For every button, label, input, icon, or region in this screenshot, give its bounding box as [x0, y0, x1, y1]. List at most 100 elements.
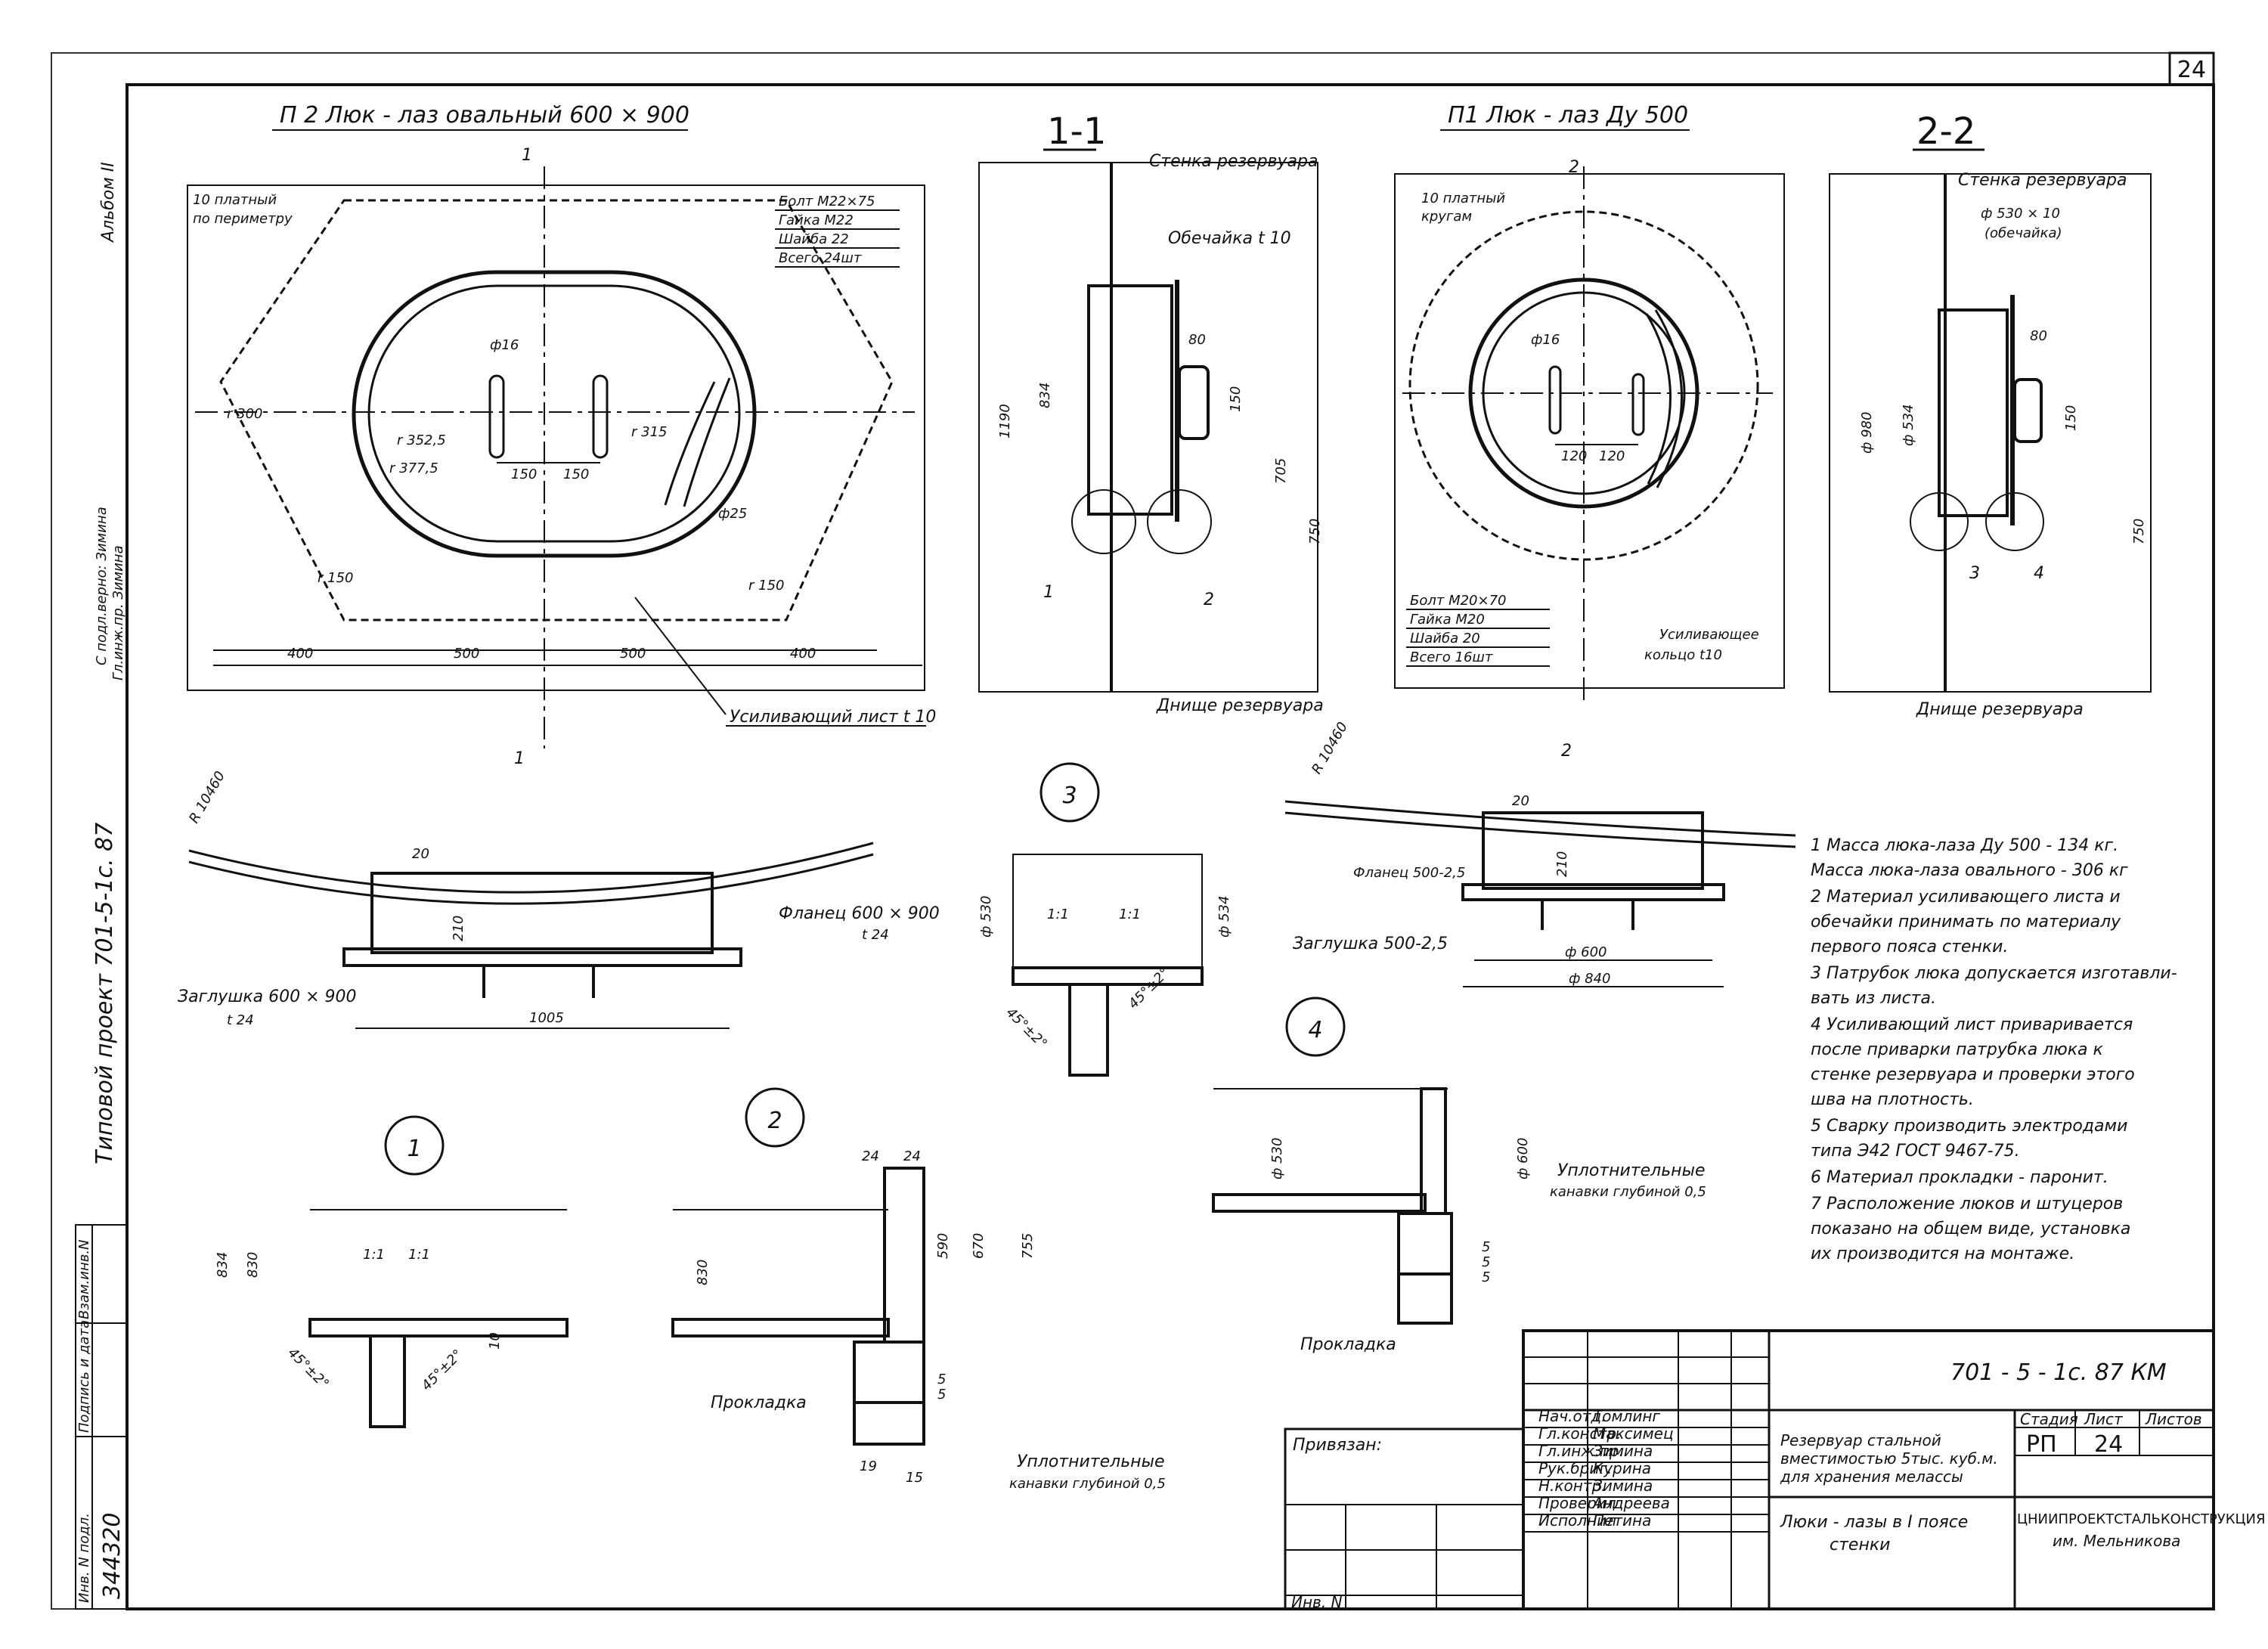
p2-phi16: ф16 [490, 337, 519, 353]
note-line-17: их производится на монтаже. [1811, 1244, 2074, 1263]
det4-dim-5-a: 5 [1482, 1239, 1490, 1255]
note-line-12: 5 Сварку производить электродами [1811, 1117, 2127, 1136]
p2-r352: r 352,5 [397, 432, 446, 448]
p1-cut-top: 2 [1569, 158, 1579, 177]
tb-object-3: для хранения мелассы [1780, 1468, 1963, 1486]
p2-bolt-2: Гайка М22 [779, 212, 854, 228]
s11-wall: Стенка резервуара [1149, 152, 1318, 171]
tb-role-1: Нач.отд. [1538, 1407, 1606, 1425]
det2-dim-5-b: 5 [937, 1387, 946, 1403]
view-round-section: R 10460 20 210 Фланец 500-2,5 Заглушка 5… [1284, 720, 1796, 987]
s22-title: 2-2 [1916, 110, 1975, 153]
det2-top-24-b: 24 [903, 1148, 921, 1164]
det2-dim-830: 830 [695, 1260, 711, 1285]
p2-phi25: ф25 [718, 506, 747, 522]
s22-callout-4: 4 [2034, 564, 2044, 583]
det2-dim-755: 755 [1020, 1233, 1036, 1259]
title-block: 701 - 5 - 1с. 87 КМ Нач.отд. Гл.констр. … [1522, 1329, 2266, 1610]
inv-number: 344320 [99, 1512, 125, 1599]
note-line-15: 7 Расположение люков и штуцеров [1811, 1195, 2123, 1214]
det4-dim-5-c: 5 [1482, 1269, 1490, 1285]
binding-block: Привязан: Инв. N [1284, 1427, 1525, 1611]
s22-dim-80: 80 [2030, 328, 2047, 344]
p1-ring-1: Усиливающее [1659, 627, 1759, 643]
tb-role-6: Проверил [1538, 1494, 1616, 1512]
s11-callout-2: 2 [1204, 590, 1214, 609]
binding-label: Привязан: [1293, 1436, 1382, 1455]
note-line-14: 6 Материал прокладки - паронит. [1811, 1168, 2108, 1187]
s22-dim-150: 150 [2063, 405, 2079, 431]
tb-name-3: Зимина [1593, 1442, 1653, 1460]
detail-1: 1 834 830 10 1:1 1:1 45°±2° 45°±2° [215, 1115, 569, 1428]
view-section-2-2: 2-2 Стенка резервуара ф 530 × 10 (обечай… [1829, 110, 2152, 719]
det1-t1-b: 1:1 [408, 1247, 430, 1263]
copy-ok-label: С подл.верно: Зимина [94, 507, 110, 665]
note-line-7: вать из листа. [1811, 989, 1936, 1008]
det1-t1-a: 1:1 [363, 1247, 385, 1263]
oval-radius: R 10460 [186, 769, 228, 826]
oval-flange-2: t 24 [862, 927, 889, 943]
note-line-16: показано на общем виде, установка [1811, 1220, 2130, 1238]
det1-dim-830: 830 [245, 1252, 261, 1278]
p2-dim-150-b: 150 [563, 466, 589, 482]
p1-title: П1 Люк - лаз Ду 500 [1448, 102, 1688, 129]
s22-callout-3: 3 [1969, 564, 1980, 583]
det4-d530: ф 530 [1269, 1138, 1285, 1179]
note-line-13: типа Э42 ГОСТ 9467-75. [1811, 1142, 2020, 1161]
sheet-number-box [2168, 51, 2215, 86]
det4-groove-1: Уплотнительные [1557, 1161, 1705, 1180]
p2-bolt-3: Шайба 22 [779, 231, 849, 247]
p2-r315: r 315 [631, 424, 667, 440]
p1-ring-2: кольцо t10 [1644, 647, 1722, 663]
det4-d600: ф 600 [1515, 1138, 1531, 1179]
det2-top-24-a: 24 [862, 1148, 879, 1164]
tb-role-2: Гл.констр. [1538, 1424, 1621, 1443]
view-section-1-1: 1-1 Стенка резервуара Обечайка t 10 1190… [978, 110, 1324, 715]
det1-dim-834: 834 [215, 1252, 231, 1278]
note-line-3: 2 Материал усиливающего листа и [1811, 888, 2121, 907]
note-line-10: стенке резервуара и проверки этого [1811, 1065, 2135, 1084]
detail-2: 2 24 24 830 590 670 755 5 5 19 15 Прокла… [671, 1087, 1166, 1492]
p1-bolt-2: Гайка М20 [1410, 612, 1485, 628]
p2-bolt-1: Болт М22×75 [779, 194, 875, 209]
round-dim-210: 210 [1554, 851, 1570, 877]
s11-dim-1190: 1190 [997, 404, 1013, 439]
tb-head-stage: Стадия [2020, 1410, 2078, 1428]
s22-bottom: Днище резервуара [1916, 700, 2084, 719]
p2-plate: Усиливающий лист t 10 [730, 708, 936, 727]
oval-flange-1: Фланец 600 × 900 [779, 904, 940, 923]
tb-name-5: Зимина [1593, 1477, 1653, 1495]
tb-sheet-title-1: Люки - лазы в I поясе [1780, 1513, 1968, 1532]
inv-col-3: Взам.инв.N [76, 1239, 92, 1319]
round-dim-20: 20 [1512, 793, 1529, 809]
oval-plug-2: t 24 [227, 1012, 254, 1028]
copy-by-label: Гл.инж.пр. Зимина [110, 545, 126, 680]
det3-t1-b: 1:1 [1119, 907, 1141, 922]
tb-role-3: Гл.инж.пр. [1538, 1442, 1624, 1460]
tb-name-4: Курина [1593, 1459, 1651, 1477]
det4-dim-5-b: 5 [1482, 1254, 1490, 1270]
oval-dim-210: 210 [451, 916, 466, 941]
p1-phi16: ф16 [1531, 332, 1560, 348]
tb-head-sheets: Листов [2145, 1410, 2202, 1428]
det1-angle-b: 45°±2° [419, 1347, 466, 1394]
p1-dim-120-a: 120 [1561, 448, 1587, 464]
det2-gasket: Прокладка [711, 1393, 807, 1412]
det3-t1-a: 1:1 [1047, 907, 1069, 922]
det4-num: 4 [1308, 1017, 1322, 1043]
s22-dim-980: ф 980 [1859, 412, 1875, 454]
note-line-9: после приварки патрубка люка к [1811, 1040, 2104, 1059]
p1-note-1: 10 платный [1421, 191, 1505, 206]
s11-bottom: Днище резервуара [1156, 696, 1324, 715]
p2-r377: r 377,5 [389, 460, 438, 476]
s22-wall: Стенка резервуара [1958, 171, 2127, 190]
p1-dim-120-b: 120 [1599, 448, 1625, 464]
s11-dim-150: 150 [1228, 386, 1244, 412]
inventory-box: Инв. N подл. Подпись и дата Взам.инв.N 3… [75, 1224, 128, 1610]
det1-angle-a: 45°±2° [284, 1345, 332, 1393]
p1-bolt-3: Шайба 20 [1410, 631, 1480, 646]
det2-bottom-15: 15 [906, 1470, 923, 1486]
round-radius: R 10460 [1309, 720, 1351, 777]
tb-object-1: Резервуар стальной [1780, 1431, 1941, 1449]
